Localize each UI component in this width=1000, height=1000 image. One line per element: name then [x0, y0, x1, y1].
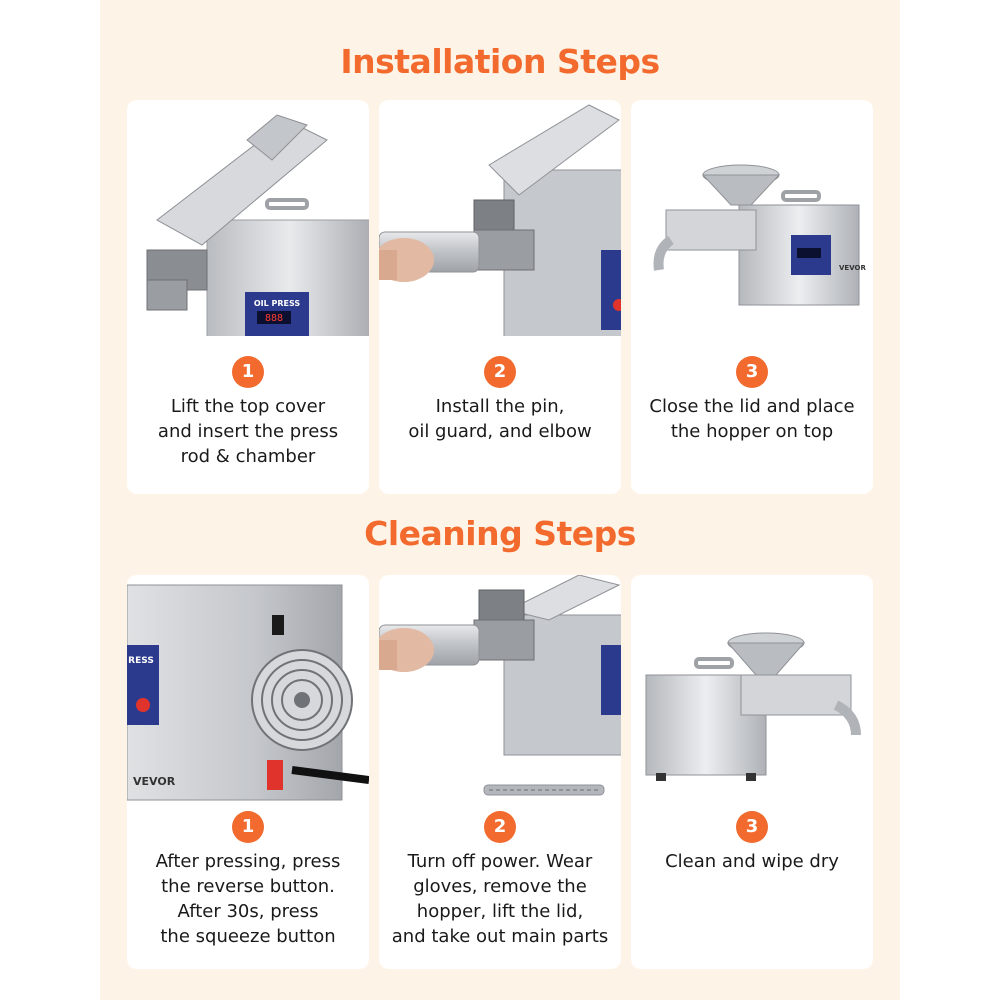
- brand-logo: VEVOR: [839, 264, 866, 272]
- cleaning-step-1-caption: After pressing, press the reverse button…: [155, 851, 341, 947]
- panel-label: OIL PRESS: [254, 299, 301, 308]
- installation-step-2-photo: [379, 100, 621, 336]
- brand-logo: VEVOR: [133, 775, 176, 788]
- installation-step-2-card: 2 Install the pin, oil guard, and elbow: [379, 100, 621, 494]
- infographic-page: Installation Steps OIL PRESS 888: [100, 0, 900, 1000]
- installation-step-2-caption: Install the pin, oil guard, and elbow: [408, 396, 592, 442]
- step-number-badge: 2: [484, 356, 516, 388]
- cleaning-step-3-photo: [631, 575, 873, 811]
- installation-title: Installation Steps: [340, 42, 660, 81]
- cleaning-title: Cleaning Steps: [364, 514, 636, 553]
- panel-label-cropped: RESS: [128, 656, 154, 666]
- cleaning-step-2-caption: Turn off power. Wear gloves, remove the …: [391, 851, 609, 947]
- cleaning-step-2-card: 2 Turn off power. Wear gloves, remove th…: [379, 575, 621, 969]
- cleaning-step-3-card: 3 Clean and wipe dry: [631, 575, 873, 969]
- installation-step-3-caption: Close the lid and place the hopper on to…: [649, 396, 855, 442]
- cleaning-step-1-photo: RESS VEVOR: [127, 575, 369, 811]
- installation-step-3-photo: VEVOR: [631, 100, 873, 336]
- installation-step-3-card: VEVOR 3 Close the lid and place the hopp…: [631, 100, 873, 494]
- step-number-badge: 1: [232, 811, 264, 843]
- cleaning-step-2-photo: [379, 575, 621, 811]
- installation-step-1-photo: OIL PRESS 888: [127, 100, 369, 336]
- step-number-badge: 1: [232, 356, 264, 388]
- installation-step-1-caption: Lift the top cover and insert the press …: [157, 396, 339, 467]
- cleaning-step-1-card: RESS VEVOR 1 After pressing, press the r…: [127, 575, 369, 969]
- step-number-badge: 2: [484, 811, 516, 843]
- step-number-badge: 3: [736, 811, 768, 843]
- cleaning-step-3-caption: Clean and wipe dry: [665, 851, 839, 872]
- display-digits: 888: [265, 313, 283, 324]
- step-number-badge: 3: [736, 356, 768, 388]
- installation-step-1-card: OIL PRESS 888 1 Lift the top cover and i…: [127, 100, 369, 494]
